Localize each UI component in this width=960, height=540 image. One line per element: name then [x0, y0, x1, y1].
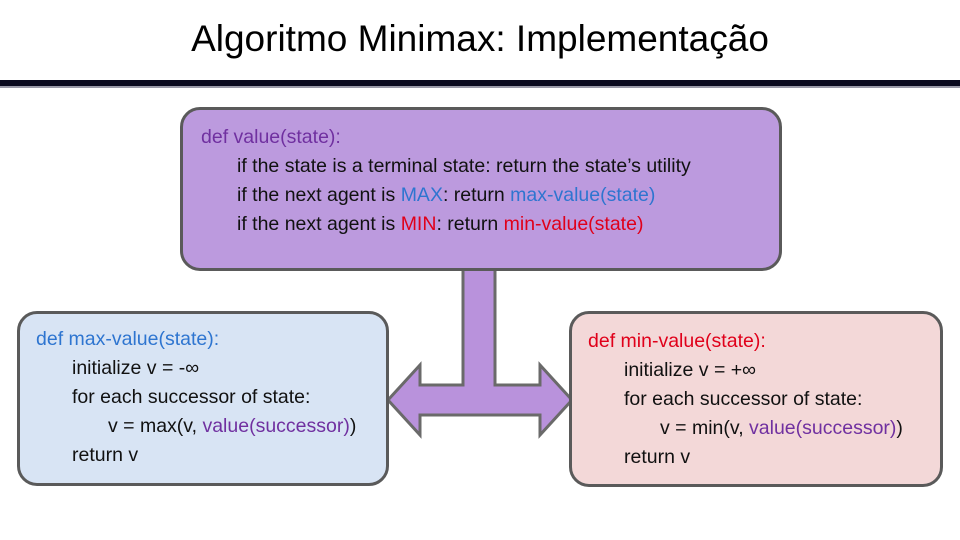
t-arrow-shape — [385, 266, 575, 439]
value-max-line: if the next agent is MAX: return max-val… — [201, 181, 779, 210]
value-terminal-line: if the state is a terminal state: return… — [237, 155, 691, 177]
min-return-line: return v — [624, 446, 691, 468]
max-keyword: MAX — [400, 184, 443, 206]
value-min-prefix: if the next agent is — [237, 213, 401, 235]
min-loop-line: for each successor of state: — [624, 388, 863, 410]
min-update-prefix: v = min(v, — [660, 417, 750, 439]
min-def-line: def min-value(state): — [588, 327, 940, 356]
min-value-successor-call: value(successor) — [749, 417, 897, 439]
value-def-text: def value(state): — [201, 126, 341, 148]
min-init-line: initialize v = +∞ — [624, 359, 757, 381]
title-underline — [0, 80, 960, 86]
max-update-line: v = max(v, value(successor)) — [36, 412, 386, 441]
value-min-mid: : return — [436, 213, 504, 235]
min-def-text: def min-value(state): — [588, 330, 766, 352]
value-min-line: if the next agent is MIN: return min-val… — [201, 210, 779, 239]
min-keyword: MIN — [400, 213, 437, 235]
value-max-mid: : return — [442, 184, 511, 206]
max-value-successor-call: value(successor) — [202, 415, 350, 437]
value-def-line: def value(state): — [201, 123, 779, 152]
max-loop-line: for each successor of state: — [72, 386, 311, 408]
value-function-box: def value(state): if the state is a term… — [180, 107, 782, 271]
max-return-line: return v — [72, 444, 139, 466]
min-update-suffix: ) — [896, 417, 903, 439]
slide-title: Algoritmo Minimax: Implementação — [191, 18, 769, 59]
min-value-box: def min-value(state): initialize v = +∞ … — [569, 311, 943, 487]
max-init-line: initialize v = -∞ — [72, 357, 200, 379]
max-update-suffix: ) — [349, 415, 357, 437]
min-update-line: v = min(v, value(successor)) — [588, 414, 940, 443]
min-value-call: min-value(state) — [503, 213, 644, 235]
max-value-box: def max-value(state): initialize v = -∞ … — [17, 311, 389, 486]
max-def-text: def max-value(state): — [36, 328, 220, 350]
max-value-call: max-value(state) — [510, 184, 656, 206]
max-update-prefix: v = max(v, — [108, 415, 203, 437]
max-def-line: def max-value(state): — [36, 325, 386, 354]
title-underline-shadow — [0, 86, 960, 88]
value-max-prefix: if the next agent is — [237, 184, 401, 206]
